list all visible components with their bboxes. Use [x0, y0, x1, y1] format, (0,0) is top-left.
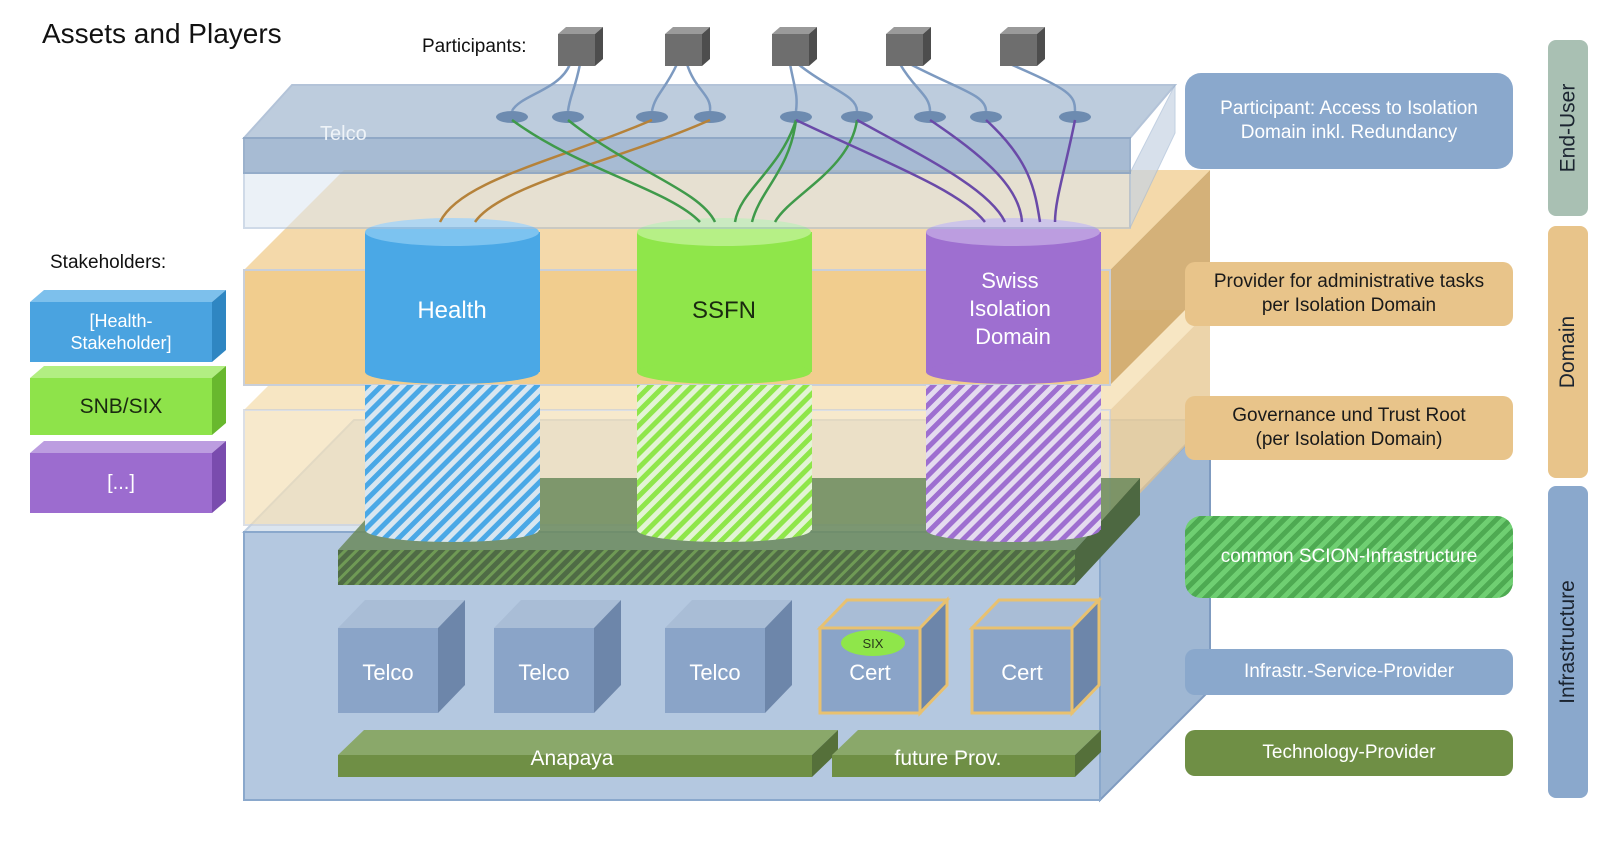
domain-links-ssfn: [511, 118, 859, 223]
participant-cube: [665, 27, 710, 66]
domain-label-swiss: Swiss Isolation Domain: [969, 268, 1057, 349]
participant-cubes: [558, 27, 1045, 66]
participant-cube: [886, 27, 931, 66]
telco-layer-front: [243, 137, 1131, 174]
infra-box-cert-2: [968, 596, 1103, 717]
domain-label-swiss-line2: Isolation: [969, 296, 1051, 321]
infra-box-label: Telco: [689, 660, 740, 685]
scion-slab-front: [338, 550, 1075, 585]
provider-label-anapaya: Anapaya: [531, 747, 614, 770]
stakeholder-box-health: [30, 290, 226, 362]
infra-box-telco-2: [494, 600, 621, 713]
panel-technology-provider: Technology-Provider: [1185, 730, 1513, 776]
side-tab-domain-label: Domain: [1556, 315, 1579, 389]
domain-label-health: Health: [417, 297, 486, 324]
telco-layer-lower-band: [243, 172, 1131, 229]
six-badge: [841, 630, 905, 656]
provider-slab-future: [832, 730, 1101, 777]
domain-label-ssfn: SSFN: [692, 297, 756, 324]
side-tab-infrastructure: Infrastructure: [1548, 486, 1588, 798]
stakeholder-box-shapes: [30, 290, 226, 513]
telco-layer-right: [1129, 84, 1176, 229]
stakeholder-label-other: [...]: [107, 471, 135, 494]
domain-links-swiss: [795, 118, 1077, 223]
infra-box-cert-1: [816, 596, 951, 717]
participant-cube: [558, 27, 603, 66]
infra-box-label: Telco: [518, 660, 569, 685]
provider-slab-anapaya: [338, 730, 838, 777]
domain-cylinders-lower: [365, 385, 1101, 542]
participant-links: [510, 62, 1077, 112]
domain-label-swiss-line1: Swiss: [981, 268, 1038, 293]
infra-box-label: Cert: [849, 660, 891, 685]
side-tab-end-user-label: End-User: [1556, 83, 1580, 173]
infra-box-label: Cert: [1001, 660, 1043, 685]
participant-cube: [1000, 27, 1045, 66]
stakeholder-label-health: [Health- Stakeholder]: [70, 311, 172, 353]
telco-connectors: [496, 111, 1091, 123]
stakeholder-label-snb: SNB/SIX: [79, 394, 163, 418]
stakeholders-label: Stakeholders:: [50, 252, 167, 273]
panel-admin-provider: Provider for administrative tasks per Is…: [1185, 262, 1513, 326]
side-tab-end-user: End-User: [1548, 40, 1588, 216]
infra-box-telco-3: [665, 600, 792, 713]
side-tab-infrastructure-label: Infrastructure: [1556, 580, 1579, 704]
provider-label-future: future Prov.: [895, 747, 1002, 770]
six-badge-label: SIX: [863, 636, 884, 651]
side-tab-domain: Domain: [1548, 226, 1588, 478]
infra-box-telco-1: [338, 600, 465, 713]
panel-participant-access: Participant: Access to Isolation Domain …: [1185, 73, 1513, 169]
participants-label: Participants:: [422, 36, 527, 57]
participant-cube: [772, 27, 817, 66]
scion-slab-side: [1075, 478, 1140, 585]
page-title: Assets and Players: [42, 18, 282, 49]
stakeholder-box-other: [30, 441, 226, 513]
stakeholder-box-snb: [30, 366, 226, 435]
panel-infra-service-provider: Infrastr.-Service-Provider: [1185, 649, 1513, 695]
governance-layer-right: [1110, 310, 1210, 525]
provider-layer-right: [1110, 170, 1210, 385]
domain-links-health: [438, 118, 711, 223]
panel-scion-infrastructure: common SCION-Infrastructure: [1185, 516, 1513, 598]
telco-layer-label: Telco: [320, 123, 367, 145]
infra-box-label: Telco: [362, 660, 413, 685]
panel-governance: Governance und Trust Root (per Isolation…: [1185, 396, 1513, 460]
domain-label-swiss-line3: Domain: [975, 324, 1051, 349]
